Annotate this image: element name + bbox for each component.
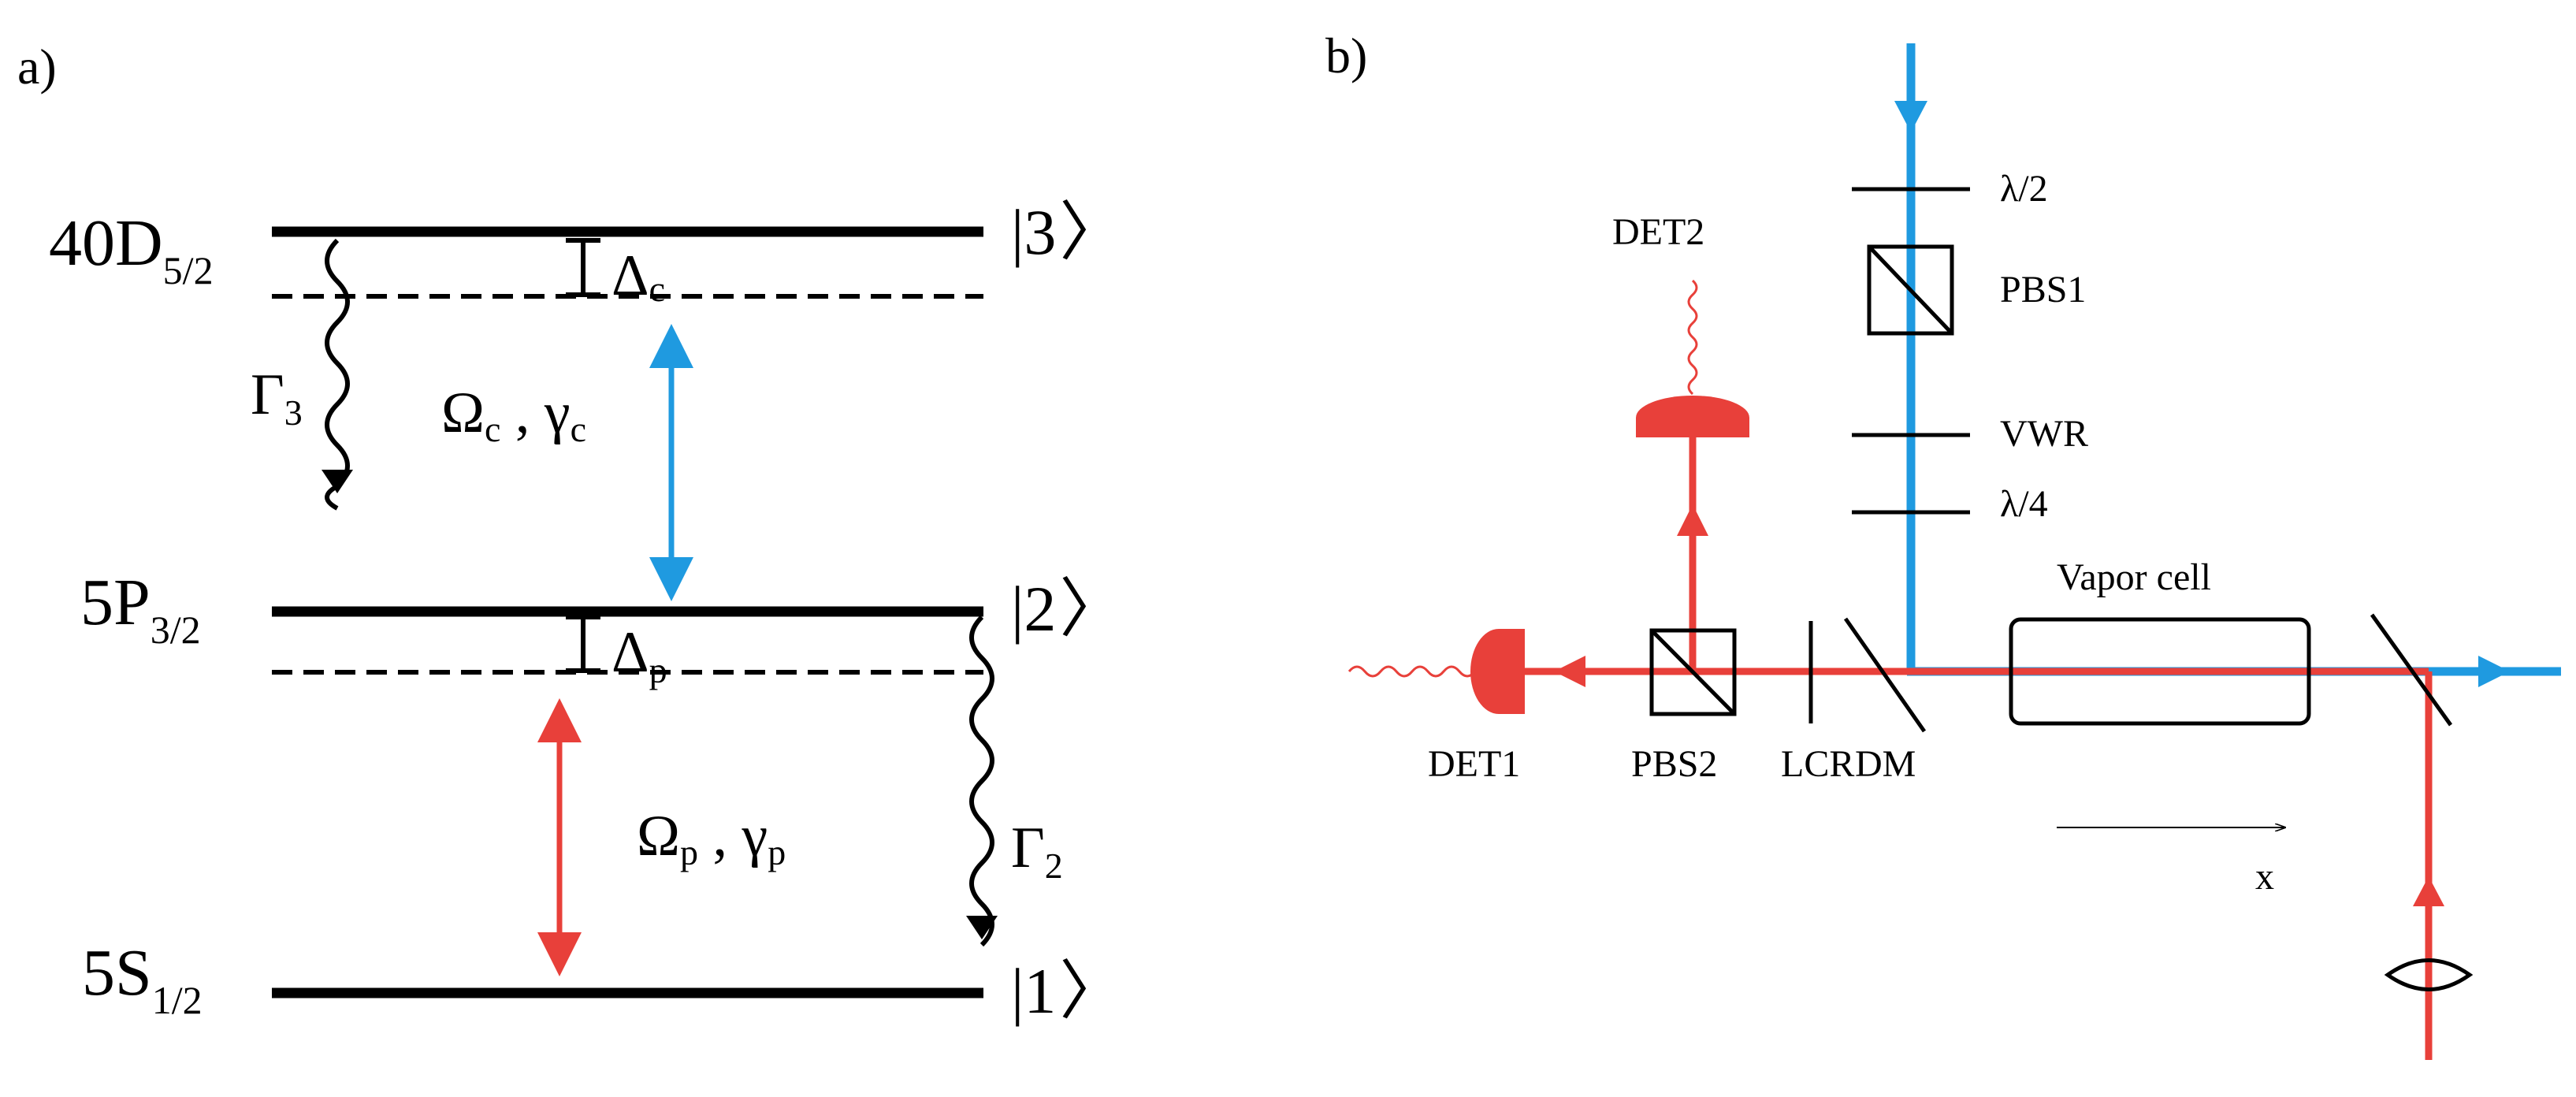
pbs1-cube <box>1867 244 1954 336</box>
x-axis-label: x <box>2255 856 2274 898</box>
detuning-p-subscript: p <box>649 650 667 690</box>
decay-3-subscript: 3 <box>284 392 303 433</box>
probe-separator: , <box>698 804 742 868</box>
detuning-c-symbol: Δ <box>611 244 649 308</box>
panel-b-label: b) <box>1325 28 1367 84</box>
decay-2-symbol: Γ <box>1011 816 1045 880</box>
vapor-cell <box>2009 617 2311 726</box>
quarter-wave-plate-label: λ/4 <box>2000 483 2048 525</box>
level-2-label: 5P3/2 <box>80 566 201 652</box>
coupling-beam-arrow-down <box>1894 101 1927 132</box>
det2-label: DET2 <box>1612 211 1704 253</box>
probe-gamma: γ <box>742 804 768 868</box>
det1-detector <box>1470 629 1525 714</box>
ket-1-label: |1 <box>1011 955 1056 1027</box>
probe-beam-arrow-left <box>1554 656 1585 687</box>
probe-omega: Ω <box>637 804 680 868</box>
detuning-p-bracket <box>566 615 600 673</box>
decay-2-wavy-line <box>969 615 994 947</box>
pbs2-label: PBS2 <box>1631 743 1717 785</box>
level-1-name: 5S <box>82 936 152 1010</box>
ket-3-label: |3 <box>1011 196 1056 268</box>
coupling-beam-arrow-right <box>2478 656 2510 687</box>
det2-signal-wavy <box>1687 279 1698 396</box>
detuning-p-label: Δp <box>611 620 667 690</box>
probe-omega-subscript: p <box>680 832 698 872</box>
half-wave-plate-label: λ/2 <box>2000 168 2048 210</box>
ket-3: |3〉 <box>1011 196 1124 268</box>
ket-1: |1〉 <box>1011 955 1124 1027</box>
ket-1-bracket: 〉 <box>1059 955 1124 1027</box>
panel-a: a) 40D5/2 |3〉 5P3/2 |2〉 5S1/2 |1〉 Δc Δp <box>17 39 1124 1027</box>
coupling-gamma: γ <box>544 381 571 445</box>
level-1-subscript: 1/2 <box>152 978 203 1022</box>
lcr-label: LCR <box>1781 743 1854 785</box>
level-3-subscript: 5/2 <box>163 248 214 292</box>
ket-2-bracket: 〉 <box>1059 573 1124 645</box>
pbs2-cube <box>1649 628 1737 716</box>
decay-3-wavy-line <box>325 238 350 511</box>
coupling-separator: , <box>500 381 545 445</box>
decay-2-label: Γ2 <box>1011 816 1063 886</box>
probe-gamma-subscript: p <box>768 832 786 872</box>
level-3-label: 40D5/2 <box>49 206 214 292</box>
detuning-p-symbol: Δ <box>611 620 649 685</box>
ket-2-label: |2 <box>1011 573 1056 645</box>
dm-label: DM <box>1855 743 1916 785</box>
level-2-name: 5P <box>80 566 151 639</box>
coupling-gamma-subscript: c <box>571 409 586 449</box>
decay-3-symbol: Γ <box>251 363 284 427</box>
output-mirror <box>2370 613 2453 727</box>
probe-beam-arrow-up <box>2413 876 2444 906</box>
decay-2-arrowhead <box>966 916 998 939</box>
det1-label: DET1 <box>1428 743 1520 785</box>
ket-3-bracket: 〉 <box>1059 196 1124 268</box>
coupling-omega: Ω <box>441 381 485 445</box>
decay-2-subscript: 2 <box>1045 846 1063 886</box>
detuning-c-label: Δc <box>611 244 665 309</box>
panel-b: b) λ/2 PBS1 VWR λ/4 DM LCR <box>1325 28 2561 1060</box>
level-3-name: 40D <box>49 206 163 280</box>
dichroic-mirror <box>1843 617 1927 733</box>
detuning-c-bracket <box>566 238 600 297</box>
pbs1-label: PBS1 <box>2000 269 2086 311</box>
probe-label: Ωp , γp <box>637 804 786 872</box>
detuning-c-subscript: c <box>649 269 665 309</box>
coupling-label: Ωc , γc <box>441 381 586 449</box>
det1-signal-wavy <box>1347 665 1488 678</box>
decay-3-arrowhead <box>322 470 353 493</box>
panel-a-label: a) <box>17 39 57 95</box>
vapor-cell-label: Vapor cell <box>2057 556 2211 598</box>
ket-2: |2〉 <box>1011 573 1124 645</box>
det2-detector <box>1636 396 1749 437</box>
level-2-subscript: 3/2 <box>151 608 201 652</box>
vwr-label: VWR <box>2000 413 2088 455</box>
focusing-lens <box>2384 958 2474 991</box>
decay-3-label: Γ3 <box>251 363 303 433</box>
probe-beam-arrow-up-det2 <box>1677 504 1708 536</box>
coupling-omega-subscript: c <box>485 409 500 449</box>
level-1-label: 5S1/2 <box>82 936 203 1022</box>
